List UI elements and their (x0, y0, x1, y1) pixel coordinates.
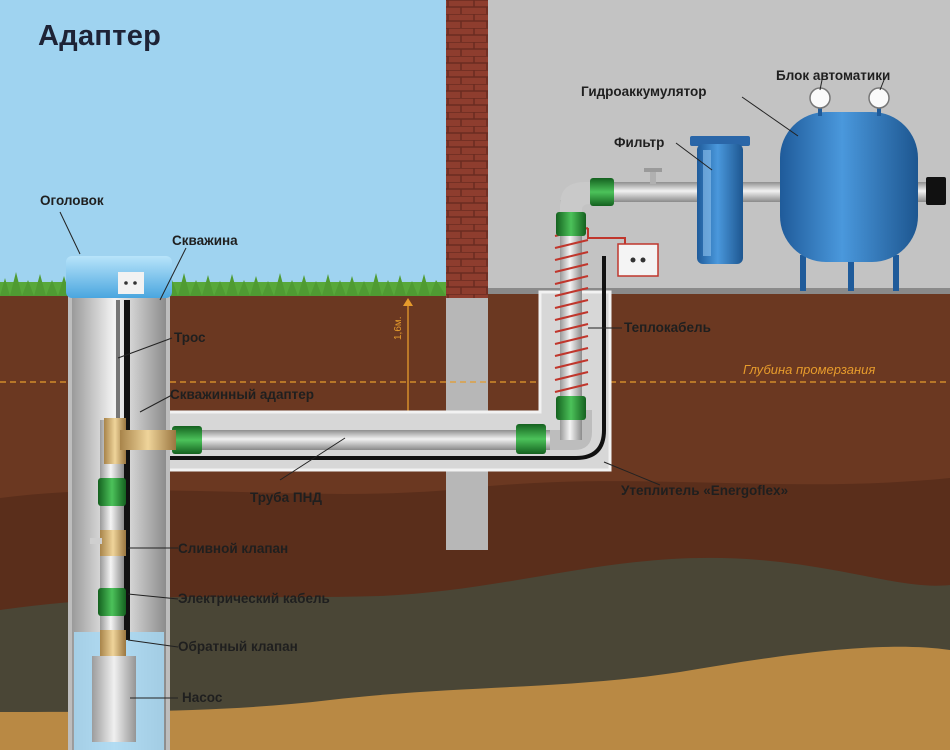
filter (690, 136, 750, 264)
well-adapter-branch (120, 430, 176, 450)
well-adapter-body (104, 418, 126, 464)
label-gidro: Гидроаккумулятор (581, 84, 707, 99)
label-slivnoy: Сливной клапан (178, 541, 289, 556)
fitting-basement (590, 178, 614, 206)
house-wall-brick (446, 0, 488, 298)
hdpe-pipe-vertical (560, 200, 582, 440)
label-filtr: Фильтр (614, 135, 665, 150)
label-blok: Блок автоматики (776, 68, 891, 83)
drain-valve-handle (90, 538, 102, 544)
gauge-icon (868, 87, 890, 109)
label-obratny: Обратный клапан (178, 639, 298, 654)
well-cap-socket (118, 272, 144, 294)
page-title: Адаптер (38, 20, 162, 52)
fitting-adapter-out (172, 426, 202, 454)
leader-lines (59, 79, 885, 699)
fitting-riser-top (556, 212, 586, 236)
label-teplokabel: Теплокабель (624, 320, 711, 335)
label-tros: Трос (174, 330, 206, 345)
label-adapter: Скважинный адаптер (170, 387, 314, 402)
sky (0, 0, 446, 298)
drain-valve (100, 530, 126, 556)
check-valve (100, 630, 126, 656)
label-ogolovok: Оголовок (40, 193, 104, 208)
label-nasos: Насос (182, 690, 223, 705)
pressure-tank (780, 98, 918, 291)
fitting-riser-bottom (556, 396, 586, 420)
label-kabel: Электрический кабель (178, 591, 330, 606)
label-frost-depth: Глубина промерзания (743, 362, 876, 377)
basement-valve-handle (644, 168, 662, 172)
pump (92, 656, 136, 742)
socket-basement (617, 243, 659, 277)
fitting-well-upper (98, 478, 126, 506)
label-uteplitel: Утеплитель «Energoflex» (621, 483, 789, 498)
label-depth-value: 1,6м. (393, 316, 404, 340)
label-truba: Труба ПНД (250, 490, 322, 505)
label-skvazhina: Скважина (172, 233, 238, 248)
electric-cable (124, 300, 130, 640)
gauge-icon (809, 87, 831, 109)
hdpe-pipe-horizontal (150, 430, 570, 450)
basement-valve-stem (650, 170, 656, 184)
fitting-elbow-in (516, 424, 546, 454)
soil-sand (0, 646, 950, 750)
fitting-well-lower (98, 588, 126, 616)
outlet-connector (926, 177, 946, 205)
